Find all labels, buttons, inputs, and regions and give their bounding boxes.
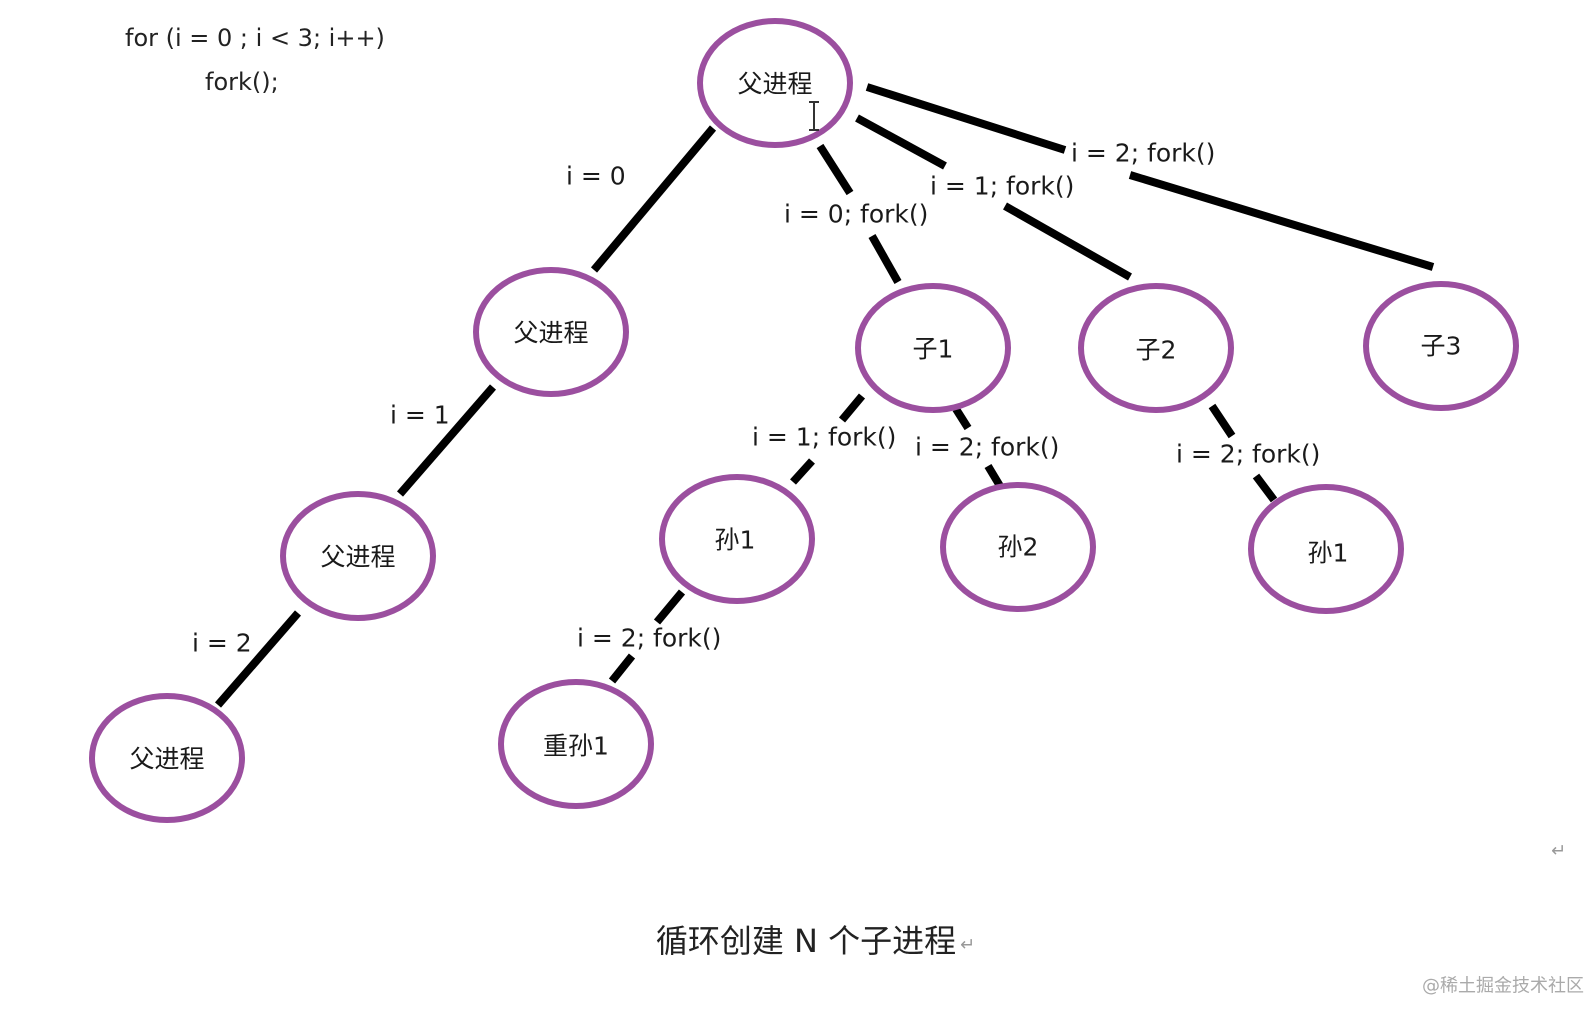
edge-root-c2-bottom	[1003, 202, 1132, 281]
paragraph-mark-caption: ↵	[960, 935, 975, 956]
edge-g1-gg1-top	[653, 589, 686, 625]
edge-p1-p2	[396, 384, 497, 497]
edge-label-c1-g1: i = 1; fork()	[752, 423, 896, 452]
node-great-grandchild-1-label: 重孙1	[543, 732, 609, 761]
edge-c1-g1-top	[838, 393, 866, 423]
node-child-2: 子2	[1078, 283, 1234, 413]
edge-label-root-c2: i = 1; fork()	[930, 172, 1074, 201]
edge-p2-p3	[214, 610, 302, 708]
watermark: @稀土掘金技术社区	[1422, 976, 1584, 997]
edge-label-p1-p2: i = 1	[390, 401, 450, 430]
node-child-3: 子3	[1363, 281, 1519, 411]
edge-label-p2-p3: i = 2	[192, 629, 252, 658]
node-grandchild-3-label: 孙1	[1308, 539, 1349, 568]
edge-c1-g1-bottom	[790, 458, 815, 485]
edge-root-c3-bottom	[1128, 171, 1435, 271]
edge-label-c1-g2: i = 2; fork()	[915, 433, 1059, 462]
node-child-1-label: 子1	[913, 335, 954, 364]
edge-label-root-p1: i = 0	[566, 162, 626, 191]
node-parent-1: 父进程	[473, 267, 629, 397]
node-grandchild-2: 孙2	[940, 482, 1096, 612]
code-line-for: for (i = 0 ; i < 3; i++)	[125, 24, 385, 52]
node-child-3-label: 子3	[1421, 332, 1462, 361]
edge-root-c2-top	[855, 114, 947, 170]
node-grandchild-3: 孙1	[1248, 484, 1404, 614]
node-grandchild-2-label: 孙2	[998, 533, 1039, 562]
node-parent-2-label: 父进程	[320, 543, 395, 572]
node-parent-1-label: 父进程	[513, 319, 588, 348]
code-line-fork: fork();	[205, 68, 279, 96]
edge-root-c3-top	[865, 83, 1067, 154]
node-root: 父进程	[697, 18, 853, 148]
node-grandchild-1: 孙1	[659, 474, 815, 604]
edge-label-c2-g3: i = 2; fork()	[1176, 440, 1320, 469]
node-root-label: 父进程	[737, 70, 812, 99]
node-parent-3: 父进程	[89, 693, 245, 823]
node-child-1: 子1	[855, 283, 1011, 413]
edge-label-root-c1: i = 0; fork()	[784, 200, 928, 229]
edge-label-root-c3: i = 2; fork()	[1071, 139, 1215, 168]
edge-c2-g3-top	[1208, 403, 1236, 439]
edge-c1-g2-top	[952, 406, 972, 431]
node-grandchild-1-label: 孙1	[715, 526, 756, 555]
edge-c2-g3-bottom	[1252, 473, 1278, 503]
text-cursor-icon	[809, 101, 819, 131]
node-parent-2: 父进程	[280, 491, 436, 621]
edge-label-g1-gg1: i = 2; fork()	[577, 624, 721, 653]
edge-root-c1-top	[816, 143, 854, 196]
edge-root-c1-bottom	[868, 234, 902, 284]
diagram-caption: 循环创建 N 个子进程	[656, 922, 956, 960]
paragraph-mark-right: ↵	[1551, 841, 1566, 862]
node-great-grandchild-1: 重孙1	[498, 679, 654, 809]
node-child-2-label: 子2	[1136, 336, 1177, 365]
edge-g1-gg1-bottom	[608, 653, 636, 684]
node-parent-3-label: 父进程	[129, 745, 204, 774]
edge-c1-g2-bottom	[984, 463, 1004, 489]
edge-root-p1	[590, 125, 717, 273]
